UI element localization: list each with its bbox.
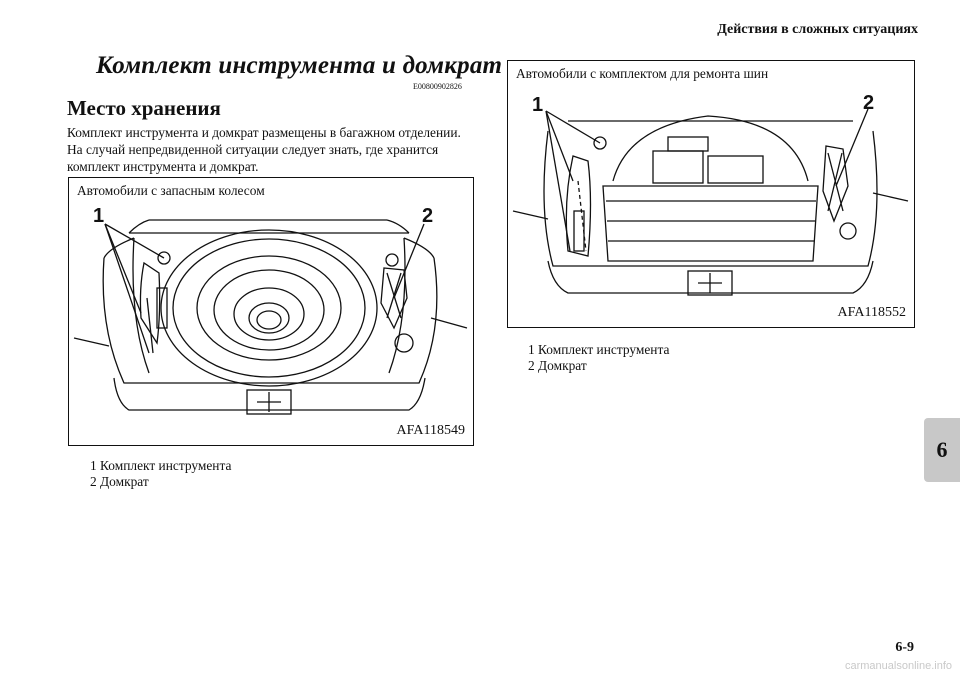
legend-item-tool-kit: 1 Комплект инструмента (90, 458, 232, 473)
figure-code: AFA118549 (396, 423, 465, 438)
body-line: Комплект инструмента и домкрат размещены… (67, 125, 461, 140)
watermark: carmanualsonline.info (844, 660, 952, 672)
callout-2: 2 (863, 92, 874, 114)
body-line: На случай непредвиденной ситуации следуе… (67, 142, 439, 157)
trunk-spare-wheel-illustration: 1 2 (73, 205, 468, 415)
body-line: комплект инструмента и домкрат. (67, 159, 259, 174)
section-title: Место хранения (67, 96, 221, 120)
figure-spare-wheel: 1 2 Автомобили с запасным колесом AFA118… (68, 177, 474, 446)
legend-item-jack: 2 Домкрат (90, 474, 149, 489)
section-body: Комплект инструмента и домкрат размещены… (67, 124, 482, 175)
legend-item-jack: 2 Домкрат (528, 358, 587, 373)
figure-caption: Автомобили с запасным колесом (77, 183, 265, 198)
page-title: Комплект инструмента и домкрат (96, 52, 503, 79)
page-number: 6-9 (895, 640, 914, 655)
chapter-tab: 6 (924, 418, 960, 482)
figure-legend: 1 Комплект инструмента 2 Домкрат (90, 458, 231, 490)
document-code: E00800902826 (413, 82, 462, 91)
figure-code: AFA118552 (837, 305, 906, 320)
figure-caption: Автомобили с комплектом для ремонта шин (516, 66, 769, 81)
figure-legend: 1 Комплект инструмента 2 Домкрат (528, 342, 669, 374)
chapter-header: Действия в сложных ситуациях (717, 22, 918, 37)
callout-1: 1 (532, 94, 543, 116)
trunk-repair-kit-illustration: 1 2 (512, 92, 909, 296)
legend-item-tool-kit: 1 Комплект инструмента (528, 342, 670, 357)
callout-2: 2 (422, 205, 433, 227)
callout-1: 1 (93, 205, 104, 227)
figure-tire-repair-kit: 1 2 Автомобили с комплектом для ремонта … (507, 60, 915, 328)
